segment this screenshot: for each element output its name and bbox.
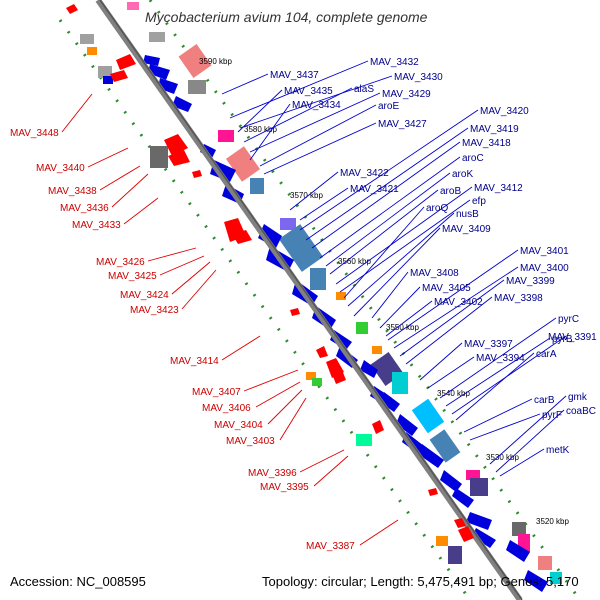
gene-label: MAV_3414 bbox=[170, 356, 219, 367]
gene-label: aroB bbox=[440, 186, 461, 197]
gene-label: MAV_3418 bbox=[462, 138, 511, 149]
gene-label: carA bbox=[536, 349, 557, 360]
gene-label: aroK bbox=[452, 169, 473, 180]
gene-label: MAV_3399 bbox=[506, 276, 555, 287]
gene-label: carB bbox=[534, 395, 555, 406]
gene-label: MAV_3398 bbox=[494, 293, 543, 304]
reverse-leader-lines bbox=[61, 93, 399, 546]
kbp-label: 3590 kbp bbox=[199, 57, 232, 66]
gene-label: MAV_3437 bbox=[270, 70, 319, 81]
gene-label: aroC bbox=[462, 153, 484, 164]
gene-label: MAV_3427 bbox=[378, 119, 427, 130]
gene-label: MAV_3412 bbox=[474, 183, 523, 194]
reverse-gene-labels: MAV_3448 MAV_3440 MAV_3438 MAV_3436 MAV_… bbox=[10, 128, 355, 552]
gene-label: MAV_3401 bbox=[520, 246, 569, 257]
forward-leader-lines bbox=[221, 60, 567, 477]
gene-label: MAV_3424 bbox=[120, 290, 169, 301]
gene-label: MAV_3419 bbox=[470, 124, 519, 135]
gene-label: MAV_3408 bbox=[410, 268, 459, 279]
gene-label: MAV_3405 bbox=[422, 283, 471, 294]
kbp-label: 3570 kbp bbox=[290, 191, 323, 200]
gene-label: MAV_3404 bbox=[214, 420, 263, 431]
gene-label: MAV_3396 bbox=[248, 468, 297, 479]
gene-label: MAV_3420 bbox=[480, 106, 529, 117]
kbp-label: 3520 kbp bbox=[536, 517, 569, 526]
gene-label: MAV_3423 bbox=[130, 305, 179, 316]
gene-label: MAV_3430 bbox=[394, 72, 443, 83]
reverse-feature-band bbox=[80, 34, 462, 564]
gene-label: MAV_3403 bbox=[226, 436, 275, 447]
genome-backbone bbox=[95, 0, 523, 600]
gene-label: MAV_3425 bbox=[108, 271, 157, 282]
gene-label: MAV_3433 bbox=[72, 220, 121, 231]
kbp-label: 3530 kbp bbox=[486, 453, 519, 462]
kbp-label: 3540 kbp bbox=[437, 389, 470, 398]
gene-label: MAV_3436 bbox=[60, 203, 109, 214]
gene-label: pyrB bbox=[552, 334, 573, 345]
gene-label: MAV_3432 bbox=[370, 57, 419, 68]
accession-text: Accession: NC_008595 bbox=[10, 574, 146, 589]
gene-label: MAV_3421 bbox=[350, 184, 399, 195]
gene-label: MAV_3394 bbox=[476, 353, 525, 364]
forward-gene-labels: MAV_3437 MAV_3432 MAV_3430 MAV_3435 alaS… bbox=[270, 57, 597, 456]
gene-label: MAV_3429 bbox=[382, 89, 431, 100]
gene-label: pyrF bbox=[542, 410, 562, 421]
kbp-label: 3550 kbp bbox=[386, 323, 419, 332]
kbp-label: 3560 kbp bbox=[338, 257, 371, 266]
gene-label: MAV_3391 bbox=[548, 332, 597, 343]
gene-label: pyrC bbox=[558, 314, 579, 325]
gene-label: MAV_3400 bbox=[520, 263, 569, 274]
gene-label: MAV_3435 bbox=[284, 86, 333, 97]
gene-label: alaS bbox=[354, 84, 374, 95]
gene-label: nusB bbox=[456, 209, 479, 220]
summary-text: Topology: circular; Length: 5,475,491 bp… bbox=[262, 574, 579, 589]
gene-label: MAV_3426 bbox=[96, 257, 145, 268]
gene-label: MAV_3434 bbox=[292, 100, 341, 111]
gene-label: coaBC bbox=[566, 406, 596, 417]
gene-label: MAV_3387 bbox=[306, 541, 355, 552]
genome-title: Mycobacterium avium 104, complete genome bbox=[145, 9, 428, 25]
gene-label: MAV_3409 bbox=[442, 224, 491, 235]
gene-label: MAV_3395 bbox=[260, 482, 309, 493]
forward-feature-band bbox=[127, 2, 562, 584]
kbp-scale: 3590 kbp 3580 kbp 3570 kbp 3560 kbp 3550… bbox=[199, 57, 569, 526]
reverse-gene-arrows bbox=[66, 4, 474, 542]
gene-label: metK bbox=[546, 445, 570, 456]
gene-label: aroE bbox=[378, 101, 399, 112]
gene-label: gmk bbox=[568, 392, 588, 403]
kbp-label: 3580 kbp bbox=[244, 125, 277, 134]
gene-label: MAV_3448 bbox=[10, 128, 59, 139]
gene-label: MAV_3422 bbox=[340, 168, 389, 179]
gene-label: MAV_3407 bbox=[192, 387, 241, 398]
gene-label: MAV_3438 bbox=[48, 186, 97, 197]
gene-label: MAV_3397 bbox=[464, 339, 513, 350]
gene-label: aroQ bbox=[426, 203, 448, 214]
gene-label: efp bbox=[472, 196, 486, 207]
gene-label: MAV_3440 bbox=[36, 163, 85, 174]
gene-label: MAV_3406 bbox=[202, 403, 251, 414]
forward-gene-arrows bbox=[143, 55, 548, 592]
gene-label: MAV_3402 bbox=[434, 297, 483, 308]
